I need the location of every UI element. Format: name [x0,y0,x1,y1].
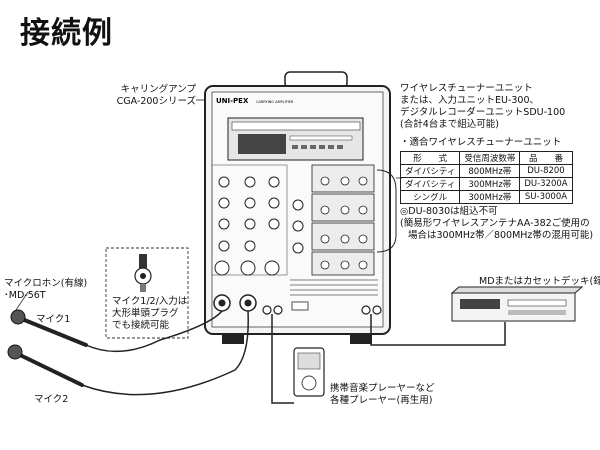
recorder-slot [289,135,353,141]
speaker-grille [290,279,378,296]
md-deck-label: MDまたはカセットデッキ(録音用) [479,276,600,287]
mic2-cable [81,310,249,396]
mic-label: マイクロホン(有線) ･MD-56T [4,278,87,302]
player-label: 携帯音楽プレーヤーなど 各種プレーヤー(再生用) [330,383,435,407]
compat-table: 形 式 受信周波数帯 品 番 ダイバシティ 800MHz帯 DU-8200 ダイ… [399,151,573,204]
mic-label-line: マイクロホン(有線) [4,278,88,289]
wireless-note: 場合は300MHz帯／800MHz帯の混用可能) [408,230,594,241]
amp-foot [350,334,372,344]
wireless-note: ◎DU-8030は組込不可 [400,206,498,217]
wireless-note: (簡易形ワイヤレスアンテナAA-382ご使用の [400,218,590,229]
mic1-cable [85,310,223,353]
amp-model-text: CARRYING AMPLIFIER [256,100,294,104]
amp-label: キャリングアンプ CGA-200シリーズ [108,84,196,108]
music-player-wheel [301,375,317,391]
tuner-slots [311,164,375,276]
table-cell: SU-3000A [519,190,573,204]
page-title: 接続例 [20,16,113,51]
recorder-buttons [292,145,343,149]
wireless-line: または、入力ユニットEU-300、 [400,95,540,106]
recorder-display [238,134,286,154]
plug-note-line: マイク1/2/入力は [112,296,188,307]
amp-brand-text: UNI-PEX [216,97,249,105]
plug-note: マイク1/2/入力は 大形単頭プラグ でも接続可能 [112,296,187,332]
microphone-2 [7,344,84,387]
wireless-notes: ◎DU-8030は組込不可 (簡易形ワイヤレスアンテナAA-382ご使用の 場合… [400,206,598,242]
plug-note-line: 大形単頭プラグ [112,308,179,319]
table-header-row: 形 式 受信周波数帯 品 番 [399,151,573,165]
player-label-line: 携帯音楽プレーヤーなど [330,383,435,394]
recorder-top-strip [231,121,361,131]
amp-label-line: CGA-200シリーズ [116,96,196,107]
compat-table-title: ・適合ワイヤレスチューナーユニット [400,137,562,148]
wireless-line: (合計4台まで組込可能) [400,119,499,130]
table-cell: シングル [399,190,461,204]
mic-leader [15,291,29,311]
amplifier-unit: UNI-PEX CARRYING AMPLIFIER [204,71,391,344]
md-deck-icon [450,286,584,322]
xlr-plug-icon [134,254,152,292]
player-label-line: 各種プレーヤー(再生用) [330,395,433,406]
player-cable [271,314,294,404]
wireless-line: ワイヤレスチューナーユニット [400,83,533,94]
wireless-unit-block: ワイヤレスチューナーユニット または、入力ユニットEU-300、 デジタルレコー… [399,83,598,242]
table-row: シングル 300MHz帯 SU-3000A [399,190,573,204]
plug-note-line: でも接続可能 [112,320,170,331]
microphone-1 [10,309,88,347]
mixer-knobs [214,176,304,276]
wireless-line: デジタルレコーダーユニットSDU-100 [400,107,566,118]
plug-note-box [105,247,189,339]
power-switch [291,301,309,311]
mic2-label: マイク2 [34,394,69,405]
music-player-screen [297,352,321,370]
mic-label-line: ･MD-56T [4,290,46,301]
amp-label-line: キャリングアンプ [120,84,196,95]
mic1-label: マイク1 [36,314,71,325]
tuner-bracket [376,169,397,253]
amp-foot [222,334,244,344]
deck-cable [370,314,506,346]
